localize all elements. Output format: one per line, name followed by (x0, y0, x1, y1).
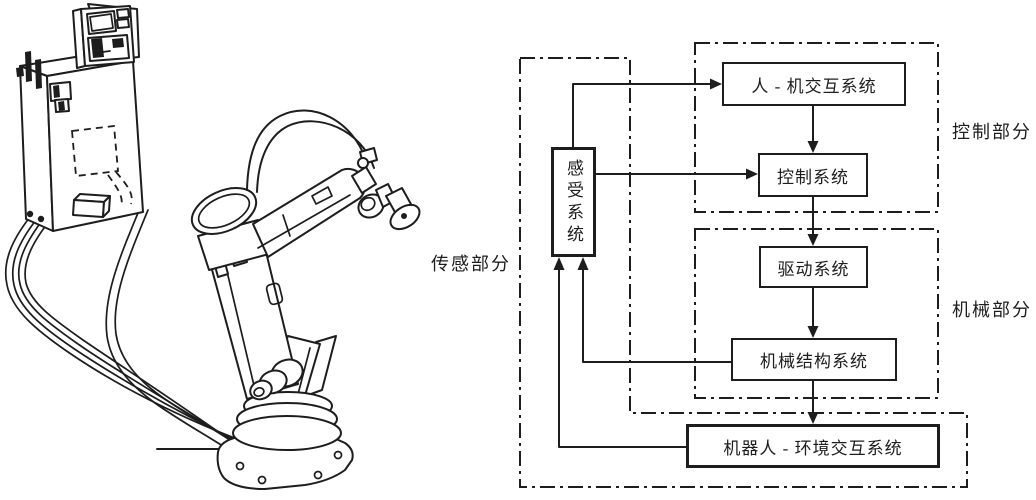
robot-turntable (232, 391, 342, 451)
cables (4, 207, 251, 455)
sensing-to-hmi-line (572, 83, 711, 148)
cabinet-door-dashed (71, 124, 119, 178)
cable-connector (37, 215, 45, 223)
antenna-icon (35, 59, 42, 89)
robotenv-to-sensing-line (558, 269, 687, 448)
cabinet-slot (72, 193, 111, 218)
label-mechanical-part: 机械部分 (952, 300, 1032, 320)
box-control-system: 控制系统 (758, 153, 868, 197)
box-robot-environment-interaction: 机器人 - 环境交互系统 (686, 424, 940, 468)
control-cabinet (16, 51, 144, 232)
shoulder-disc (190, 187, 258, 235)
box-mechanical-structure-system: 机械结构系统 (731, 338, 897, 381)
cable-connector (26, 210, 34, 218)
robot-wrist-tool (351, 157, 421, 231)
box-human-machine-interaction: 人 - 机交互系统 (722, 62, 906, 106)
connectors (553, 78, 819, 448)
box-drive-system: 驱动系统 (759, 246, 868, 288)
sensing-part-frame (519, 57, 968, 488)
robot-upper-arm (252, 167, 367, 258)
cabinet-front-face (46, 60, 144, 232)
antenna-mount (16, 67, 24, 77)
mechanical-to-sensing-line (582, 269, 732, 363)
base-motor (249, 358, 304, 401)
control-part-frame (694, 42, 939, 213)
robot-shoulder (190, 187, 270, 271)
label-sensing-part: 传感部分 (431, 254, 511, 274)
box-sensing-system: 感受系统 (551, 147, 596, 257)
antenna-icon (25, 51, 32, 82)
mechanical-part-frame (694, 228, 939, 399)
label-control-part: 控制部分 (952, 122, 1032, 142)
teach-pendant (72, 3, 140, 69)
block-diagram-lines (519, 42, 968, 488)
robot-illustration (4, 3, 421, 490)
